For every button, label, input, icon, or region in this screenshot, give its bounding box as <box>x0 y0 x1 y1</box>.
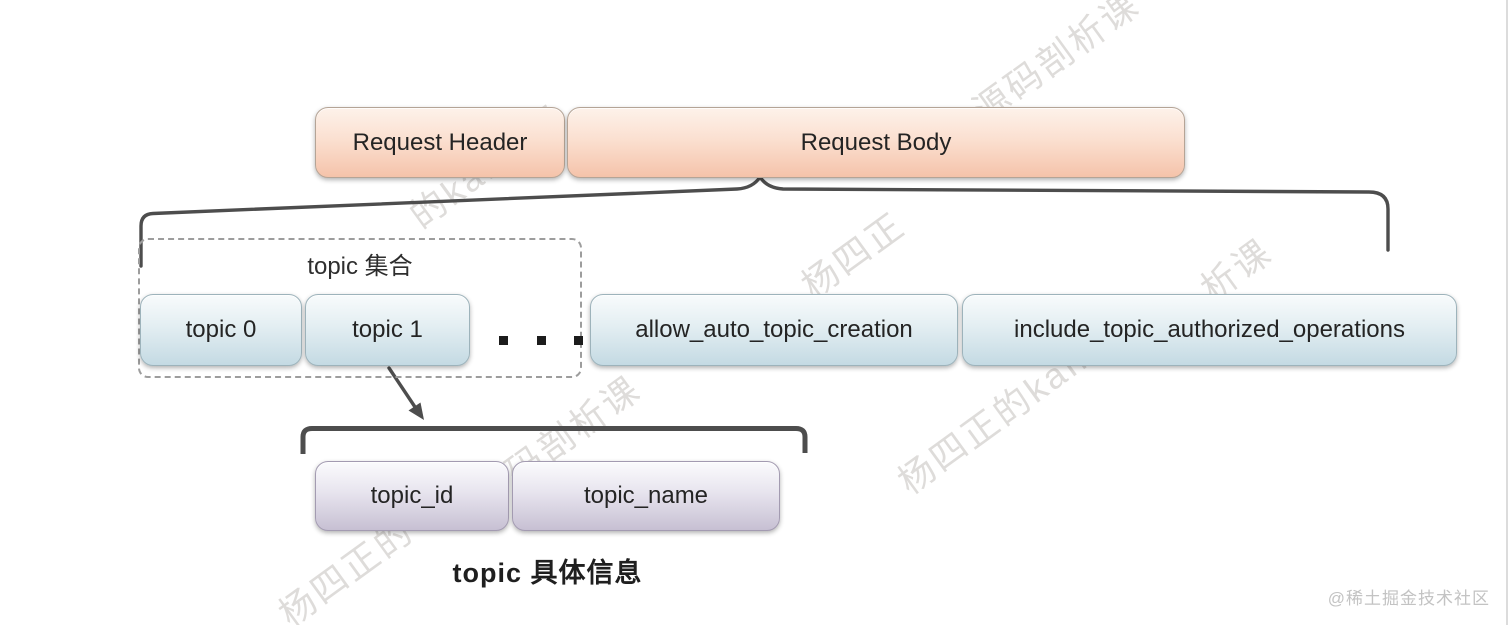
request-header-label: Request Header <box>352 128 528 156</box>
allow-auto-topic-creation-label: allow_auto_topic_creation <box>635 316 913 343</box>
topic-name-label: topic_name <box>583 482 709 509</box>
request-body-box: Request Body <box>567 107 1185 178</box>
ellipsis-dot <box>499 335 508 345</box>
include-topic-authorized-operations-box: include_topic_authorized_operations <box>962 294 1457 366</box>
topic-collection-label: topic 集合 <box>307 253 413 280</box>
ellipsis-dot <box>574 335 583 345</box>
allow-auto-topic-creation-box: allow_auto_topic_creation <box>590 294 958 366</box>
topic-collection-group <box>138 238 582 378</box>
topic-1-label: topic 1 <box>352 316 423 343</box>
topic1-detail-arrow-head <box>408 402 424 420</box>
ellipsis-dots <box>499 334 583 346</box>
ellipsis-dot <box>536 335 546 345</box>
request-header-box: Request Header <box>315 107 565 178</box>
request-body-label: Request Body <box>800 128 952 156</box>
topic-name-box: topic_name <box>512 461 780 531</box>
topic-0-label: topic 0 <box>185 316 257 343</box>
juejin-community-credit: @稀土掘金技术社区 <box>1327 589 1490 608</box>
topic1-detail-arrow-line <box>387 366 417 409</box>
topic-1-box: topic 1 <box>305 294 470 366</box>
topic-detail-bracket <box>300 426 808 454</box>
topic-id-box: topic_id <box>315 461 509 531</box>
include-topic-authorized-operations-label: include_topic_authorized_operations <box>1014 316 1405 343</box>
right-edge-line <box>1506 0 1508 625</box>
topic-detail-label: topic 具体信息 <box>452 558 643 588</box>
topic-id-label: topic_id <box>370 482 454 509</box>
topic-0-box: topic 0 <box>140 294 302 366</box>
